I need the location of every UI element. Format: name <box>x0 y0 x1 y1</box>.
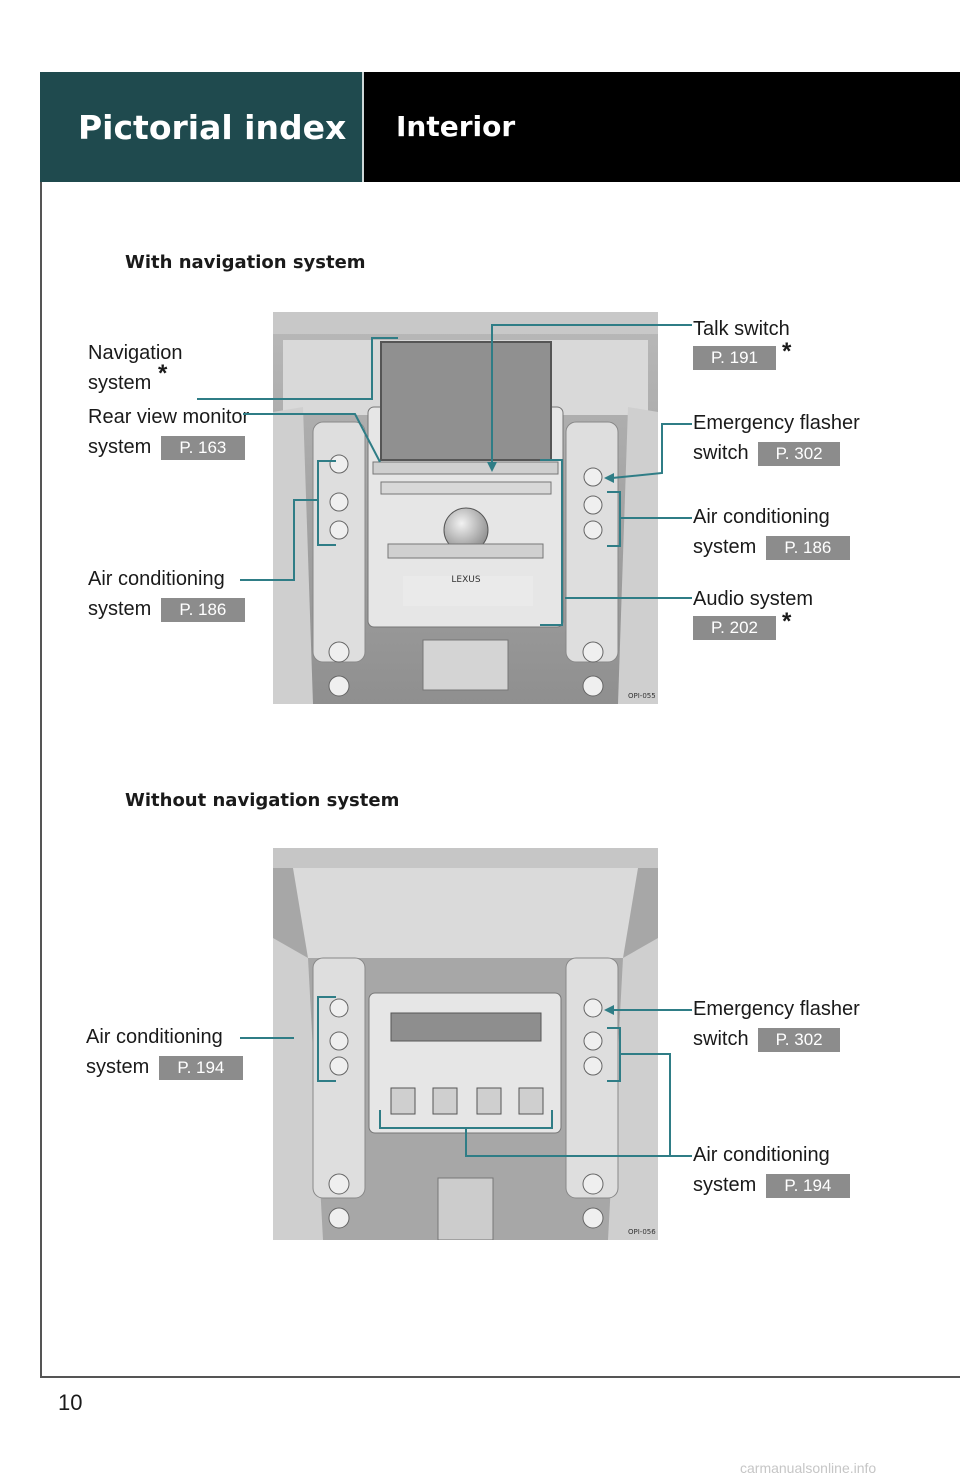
page-frame-left <box>40 72 42 1378</box>
section-header: Pictorial index <box>40 72 362 182</box>
label-rear-view-line1: Rear view monitor <box>88 406 250 428</box>
footnote-star: * <box>782 608 792 635</box>
with-nav-title: With navigation system <box>125 252 366 273</box>
label-emergency-text: switch <box>693 442 749 464</box>
label-air-right-line1: Air conditioning <box>693 506 830 528</box>
watermark: carmanualsonline.info <box>740 1460 877 1476</box>
label-navigation-line2: system <box>88 372 152 394</box>
label-navigation-line1: Navigation <box>88 342 183 364</box>
page-frame-bottom <box>40 1376 960 1378</box>
label-emergency-line2: switch P. 302 <box>693 438 841 468</box>
page-ref-air-left[interactable]: P. 186 <box>160 597 245 622</box>
label-air-right2-text: system <box>693 1174 757 1196</box>
figure-code: OPI-056 <box>628 1228 656 1236</box>
console-illustration: LEXUS OPI-055 <box>273 312 658 704</box>
page-ref-talk[interactable]: P. 191 <box>693 346 776 370</box>
svg-text:LEXUS: LEXUS <box>451 575 480 585</box>
header-separator <box>362 72 364 182</box>
page-ref-rear-view[interactable]: P. 163 <box>160 435 245 460</box>
page-number: 10 <box>58 1390 83 1415</box>
label-air-left-line1: Air conditioning <box>88 568 225 590</box>
label-rear-view-text: system <box>88 436 152 458</box>
label-air-left2-text: system <box>86 1056 150 1078</box>
label-air-right-line2: system P. 186 <box>693 532 850 562</box>
console-photo-with-nav: LEXUS OPI-055 <box>273 312 658 704</box>
page-ref-air-left2[interactable]: P. 194 <box>158 1055 243 1080</box>
footnote-star: * <box>782 338 792 365</box>
console-illustration: OPI-056 <box>273 848 658 1240</box>
page-title: Interior <box>364 72 960 182</box>
label-emergency2-line1: Emergency flasher <box>693 998 860 1020</box>
label-talk-switch: Talk switch <box>693 318 790 340</box>
footnote-star: * <box>158 360 168 387</box>
label-air-left2-line2: system P. 194 <box>86 1052 243 1082</box>
label-rear-view-line2: system P. 163 <box>88 432 245 462</box>
label-audio-system: Audio system <box>693 588 814 610</box>
page-ref-audio[interactable]: P. 202 <box>693 616 776 640</box>
page-ref-air-right2[interactable]: P. 194 <box>765 1173 850 1198</box>
page-ref-emergency[interactable]: P. 302 <box>758 441 841 466</box>
label-emergency-line1: Emergency flasher <box>693 412 860 434</box>
label-air-right2-line2: system P. 194 <box>693 1170 850 1200</box>
label-emergency2-line2: switch P. 302 <box>693 1024 841 1054</box>
label-air-right2-line1: Air conditioning <box>693 1144 830 1166</box>
label-air-left-text: system <box>88 598 152 620</box>
page-ref-air-right[interactable]: P. 186 <box>765 535 850 560</box>
label-air-left-line2: system P. 186 <box>88 594 245 624</box>
label-air-right-text: system <box>693 536 757 558</box>
figure-code: OPI-055 <box>628 692 656 700</box>
label-emergency2-text: switch <box>693 1028 749 1050</box>
console-photo-without-nav: OPI-056 <box>273 848 658 1240</box>
label-air-left2-line1: Air conditioning <box>86 1026 223 1048</box>
page-ref-emergency2[interactable]: P. 302 <box>758 1027 841 1052</box>
without-nav-title: Without navigation system <box>125 790 400 811</box>
